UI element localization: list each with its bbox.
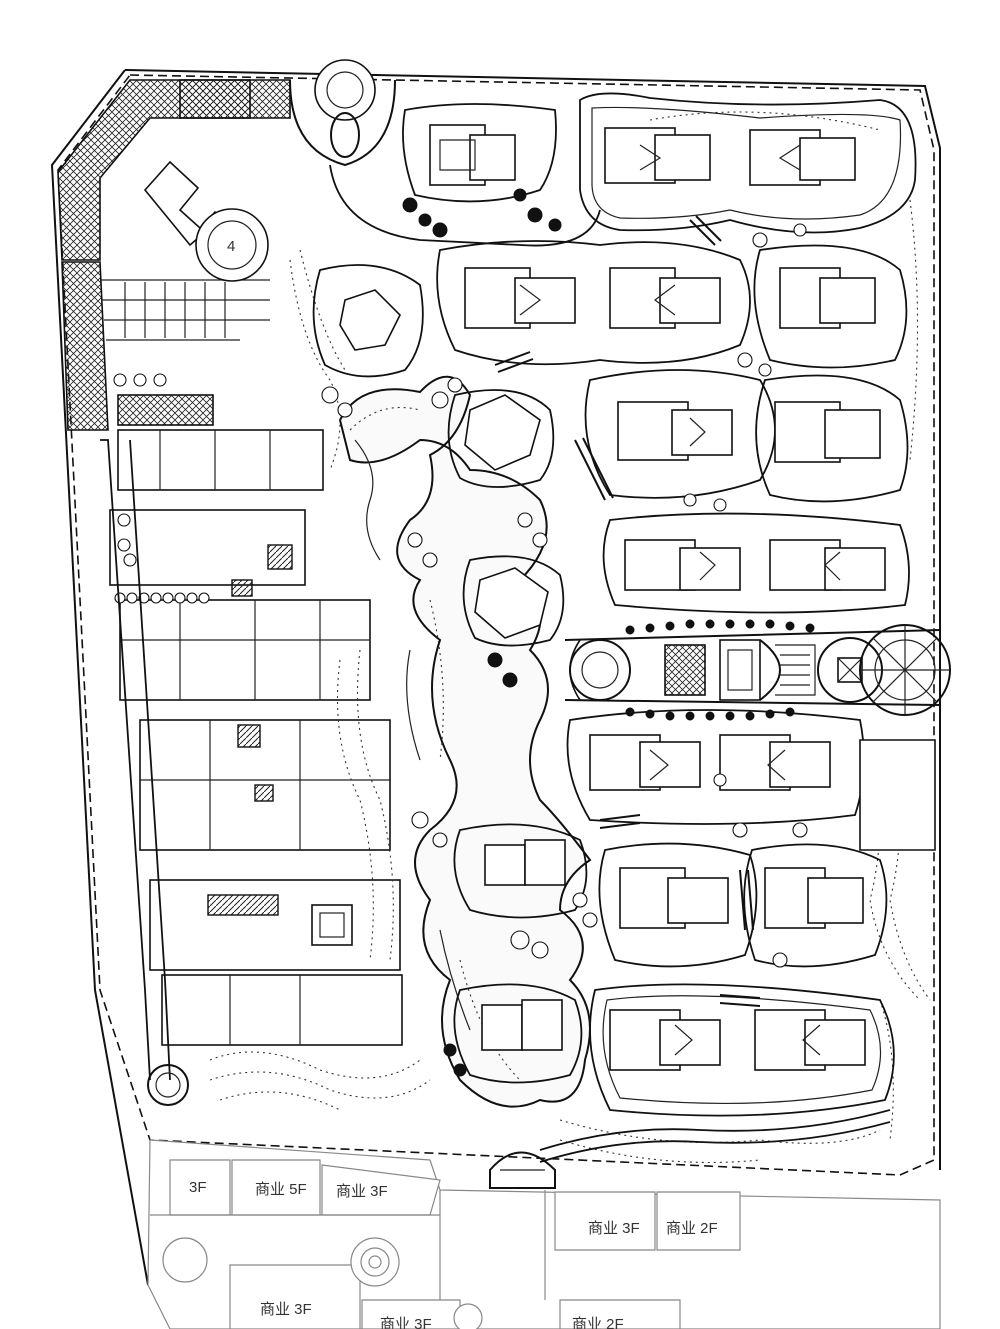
villa — [764, 867, 864, 929]
villas — [339, 124, 886, 1071]
clubhouse: 4 — [143, 160, 269, 282]
shrub-clusters — [321, 188, 808, 1077]
northwest-hatched-plaza — [57, 79, 291, 431]
villa — [617, 401, 733, 461]
villa — [464, 267, 576, 329]
villa — [774, 401, 881, 463]
south-entrance-gate — [489, 1109, 891, 1189]
villa — [609, 1009, 721, 1071]
villa — [474, 567, 549, 639]
villa — [609, 267, 721, 329]
commercial-label: 商业 3F — [380, 1316, 432, 1329]
footbridges — [494, 215, 761, 1007]
villa-pod-loops — [312, 92, 917, 1117]
villa — [484, 839, 566, 886]
site-boundary — [57, 74, 935, 1176]
commercial-label: 3F — [189, 1179, 207, 1196]
villa — [754, 1009, 866, 1071]
plaza-number: 4 — [227, 238, 235, 255]
villa — [429, 124, 516, 186]
commercial-label: 商业 3F — [588, 1220, 640, 1237]
villa — [481, 999, 563, 1051]
clubhouse-rotunda — [195, 208, 269, 282]
villa — [749, 129, 856, 186]
villa — [769, 539, 886, 591]
commercial-label: 商业 2F — [666, 1220, 718, 1237]
villa — [719, 734, 831, 791]
commercial-label: 商业 5F — [255, 1181, 307, 1198]
villa — [604, 127, 711, 184]
west-roundabout — [147, 1064, 189, 1106]
west-perimeter-road — [100, 439, 171, 1081]
commercial-label: 商业 3F — [260, 1301, 312, 1318]
villa — [589, 734, 701, 791]
west-apartment-blocks — [109, 429, 403, 1046]
villa — [779, 267, 876, 329]
villa — [624, 539, 741, 591]
contour-lines — [209, 111, 931, 1164]
commercial-label: 商业 2F — [572, 1316, 624, 1329]
north-entrance-gate — [289, 59, 601, 247]
west-tree-row — [113, 373, 210, 604]
villa — [339, 289, 401, 351]
villa — [619, 867, 729, 929]
villa — [464, 394, 541, 471]
commercial-strip — [147, 1139, 941, 1329]
commercial-label: 商业 3F — [336, 1183, 388, 1200]
site-outer-line — [50, 69, 941, 1286]
central-axis-plaza — [564, 619, 951, 721]
east-service-building — [859, 739, 936, 851]
